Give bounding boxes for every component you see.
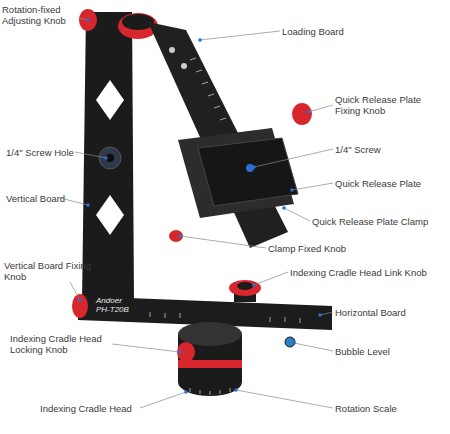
scale-ticks bbox=[150, 312, 300, 323]
leader-dots bbox=[78, 18, 322, 394]
scale-ticks bbox=[190, 58, 226, 120]
leader-lines bbox=[60, 18, 333, 408]
rotation-head-top bbox=[122, 14, 154, 30]
callout-label: Indexing Cradle Head bbox=[40, 403, 145, 414]
clamp-fixed-knob bbox=[169, 230, 183, 242]
callout-label: Vertical Board bbox=[6, 193, 86, 204]
callout-label: Quick Release Plate Clamp bbox=[312, 216, 448, 227]
callout-label: Rotation-fixed Adjusting Knob bbox=[2, 4, 80, 26]
link-knob-top bbox=[237, 282, 253, 290]
rotation-scale-ticks bbox=[190, 388, 230, 395]
cutout bbox=[96, 195, 124, 235]
link-knob bbox=[229, 280, 261, 296]
vertical-board-fixing-knob bbox=[72, 294, 88, 318]
callout-label: Indexing Cradle Head Link Knob bbox=[290, 267, 448, 278]
screw bbox=[169, 47, 175, 53]
callout-label: Vertical Board Fixing Knob bbox=[4, 260, 94, 282]
screw bbox=[181, 63, 187, 69]
quick-release-plate bbox=[198, 138, 298, 206]
plate-fixing-knob bbox=[292, 103, 312, 125]
bubble-level bbox=[285, 337, 295, 347]
cutout bbox=[96, 80, 124, 120]
locking-knob bbox=[177, 342, 195, 362]
callout-label: Rotation Scale bbox=[335, 403, 445, 414]
callout-label: 1/4" Screw Hole bbox=[6, 147, 86, 158]
callout-label: 1/4" Screw bbox=[335, 144, 435, 155]
callout-label: Loading Board bbox=[282, 26, 382, 37]
callout-label: Horizontal Board bbox=[335, 307, 445, 318]
adjusting-knob bbox=[79, 9, 97, 31]
callout-label: Quick Release Plate bbox=[335, 178, 447, 189]
callout-label: Clamp Fixed Knob bbox=[268, 243, 388, 254]
callout-label: Indexing Cradle Head Locking Knob bbox=[10, 333, 115, 355]
brand-text: Andoer bbox=[96, 296, 122, 305]
screw-hole bbox=[99, 147, 121, 169]
vertical-board bbox=[82, 12, 134, 302]
callout-label: Quick Release Plate Fixing Knob bbox=[335, 94, 447, 116]
brand-text: PH-T20B bbox=[96, 305, 129, 314]
indexing-head-bottom bbox=[178, 368, 242, 396]
callout-label: Bubble Level bbox=[335, 346, 445, 357]
